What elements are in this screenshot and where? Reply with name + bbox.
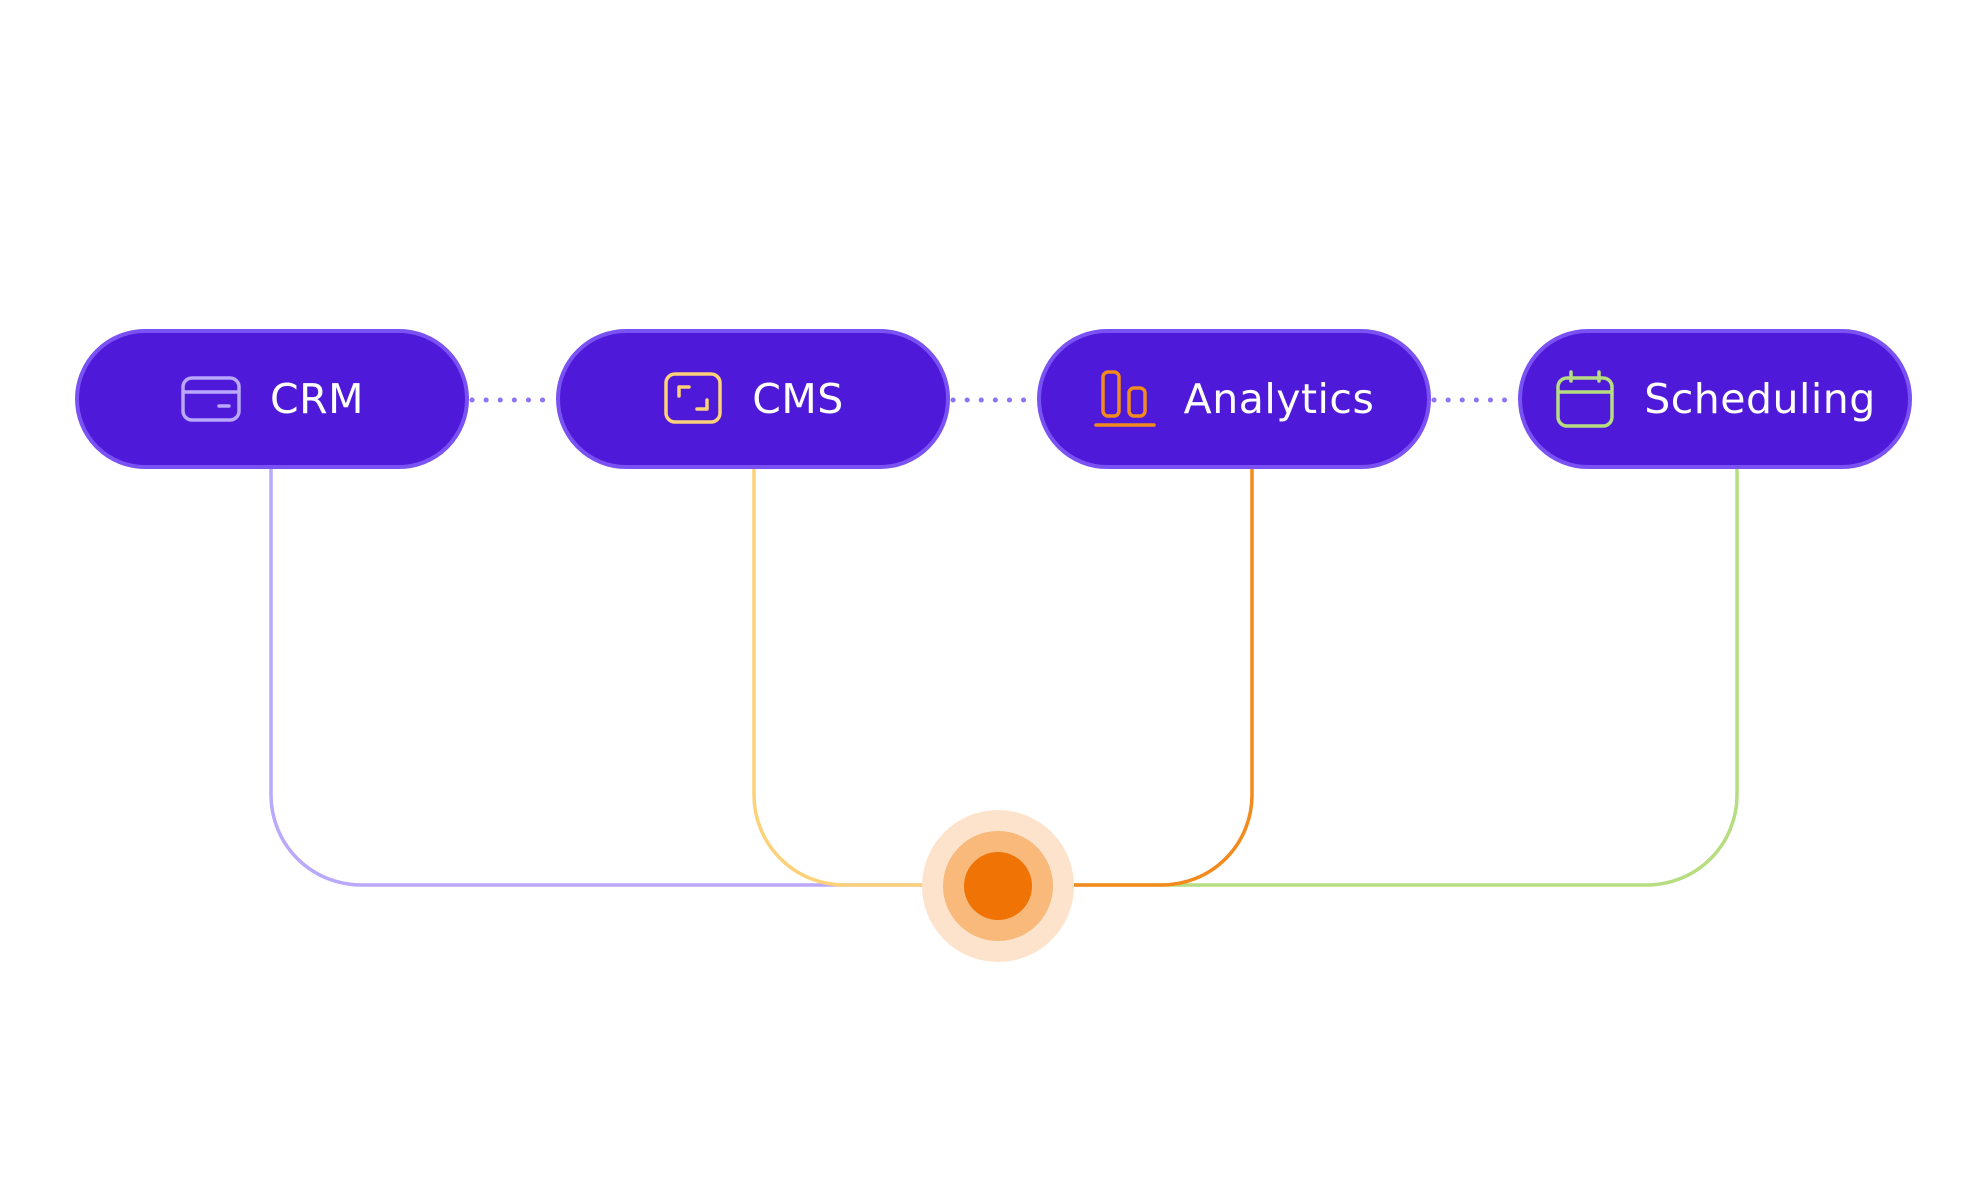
node-scheduling[interactable]: Scheduling [1518, 329, 1912, 469]
calendar-icon [1554, 368, 1616, 430]
connector-analytics [998, 469, 1254, 887]
node-crm[interactable]: CRM [75, 329, 469, 469]
node-label-crm: CRM [270, 375, 364, 423]
node-cms[interactable]: CMS [556, 329, 950, 469]
connector-cms [752, 469, 998, 887]
credit-card-icon [180, 368, 242, 430]
align-bottom-icon [1093, 368, 1156, 430]
node-label-analytics: Analytics [1183, 375, 1375, 423]
node-label-cms: CMS [752, 375, 844, 423]
connector-scheduling [998, 469, 1739, 887]
frame-icon [662, 368, 724, 430]
connector-crm [269, 469, 998, 887]
node-analytics[interactable]: Analytics [1037, 329, 1431, 469]
hub-core [964, 852, 1032, 920]
node-label-scheduling: Scheduling [1644, 375, 1876, 423]
